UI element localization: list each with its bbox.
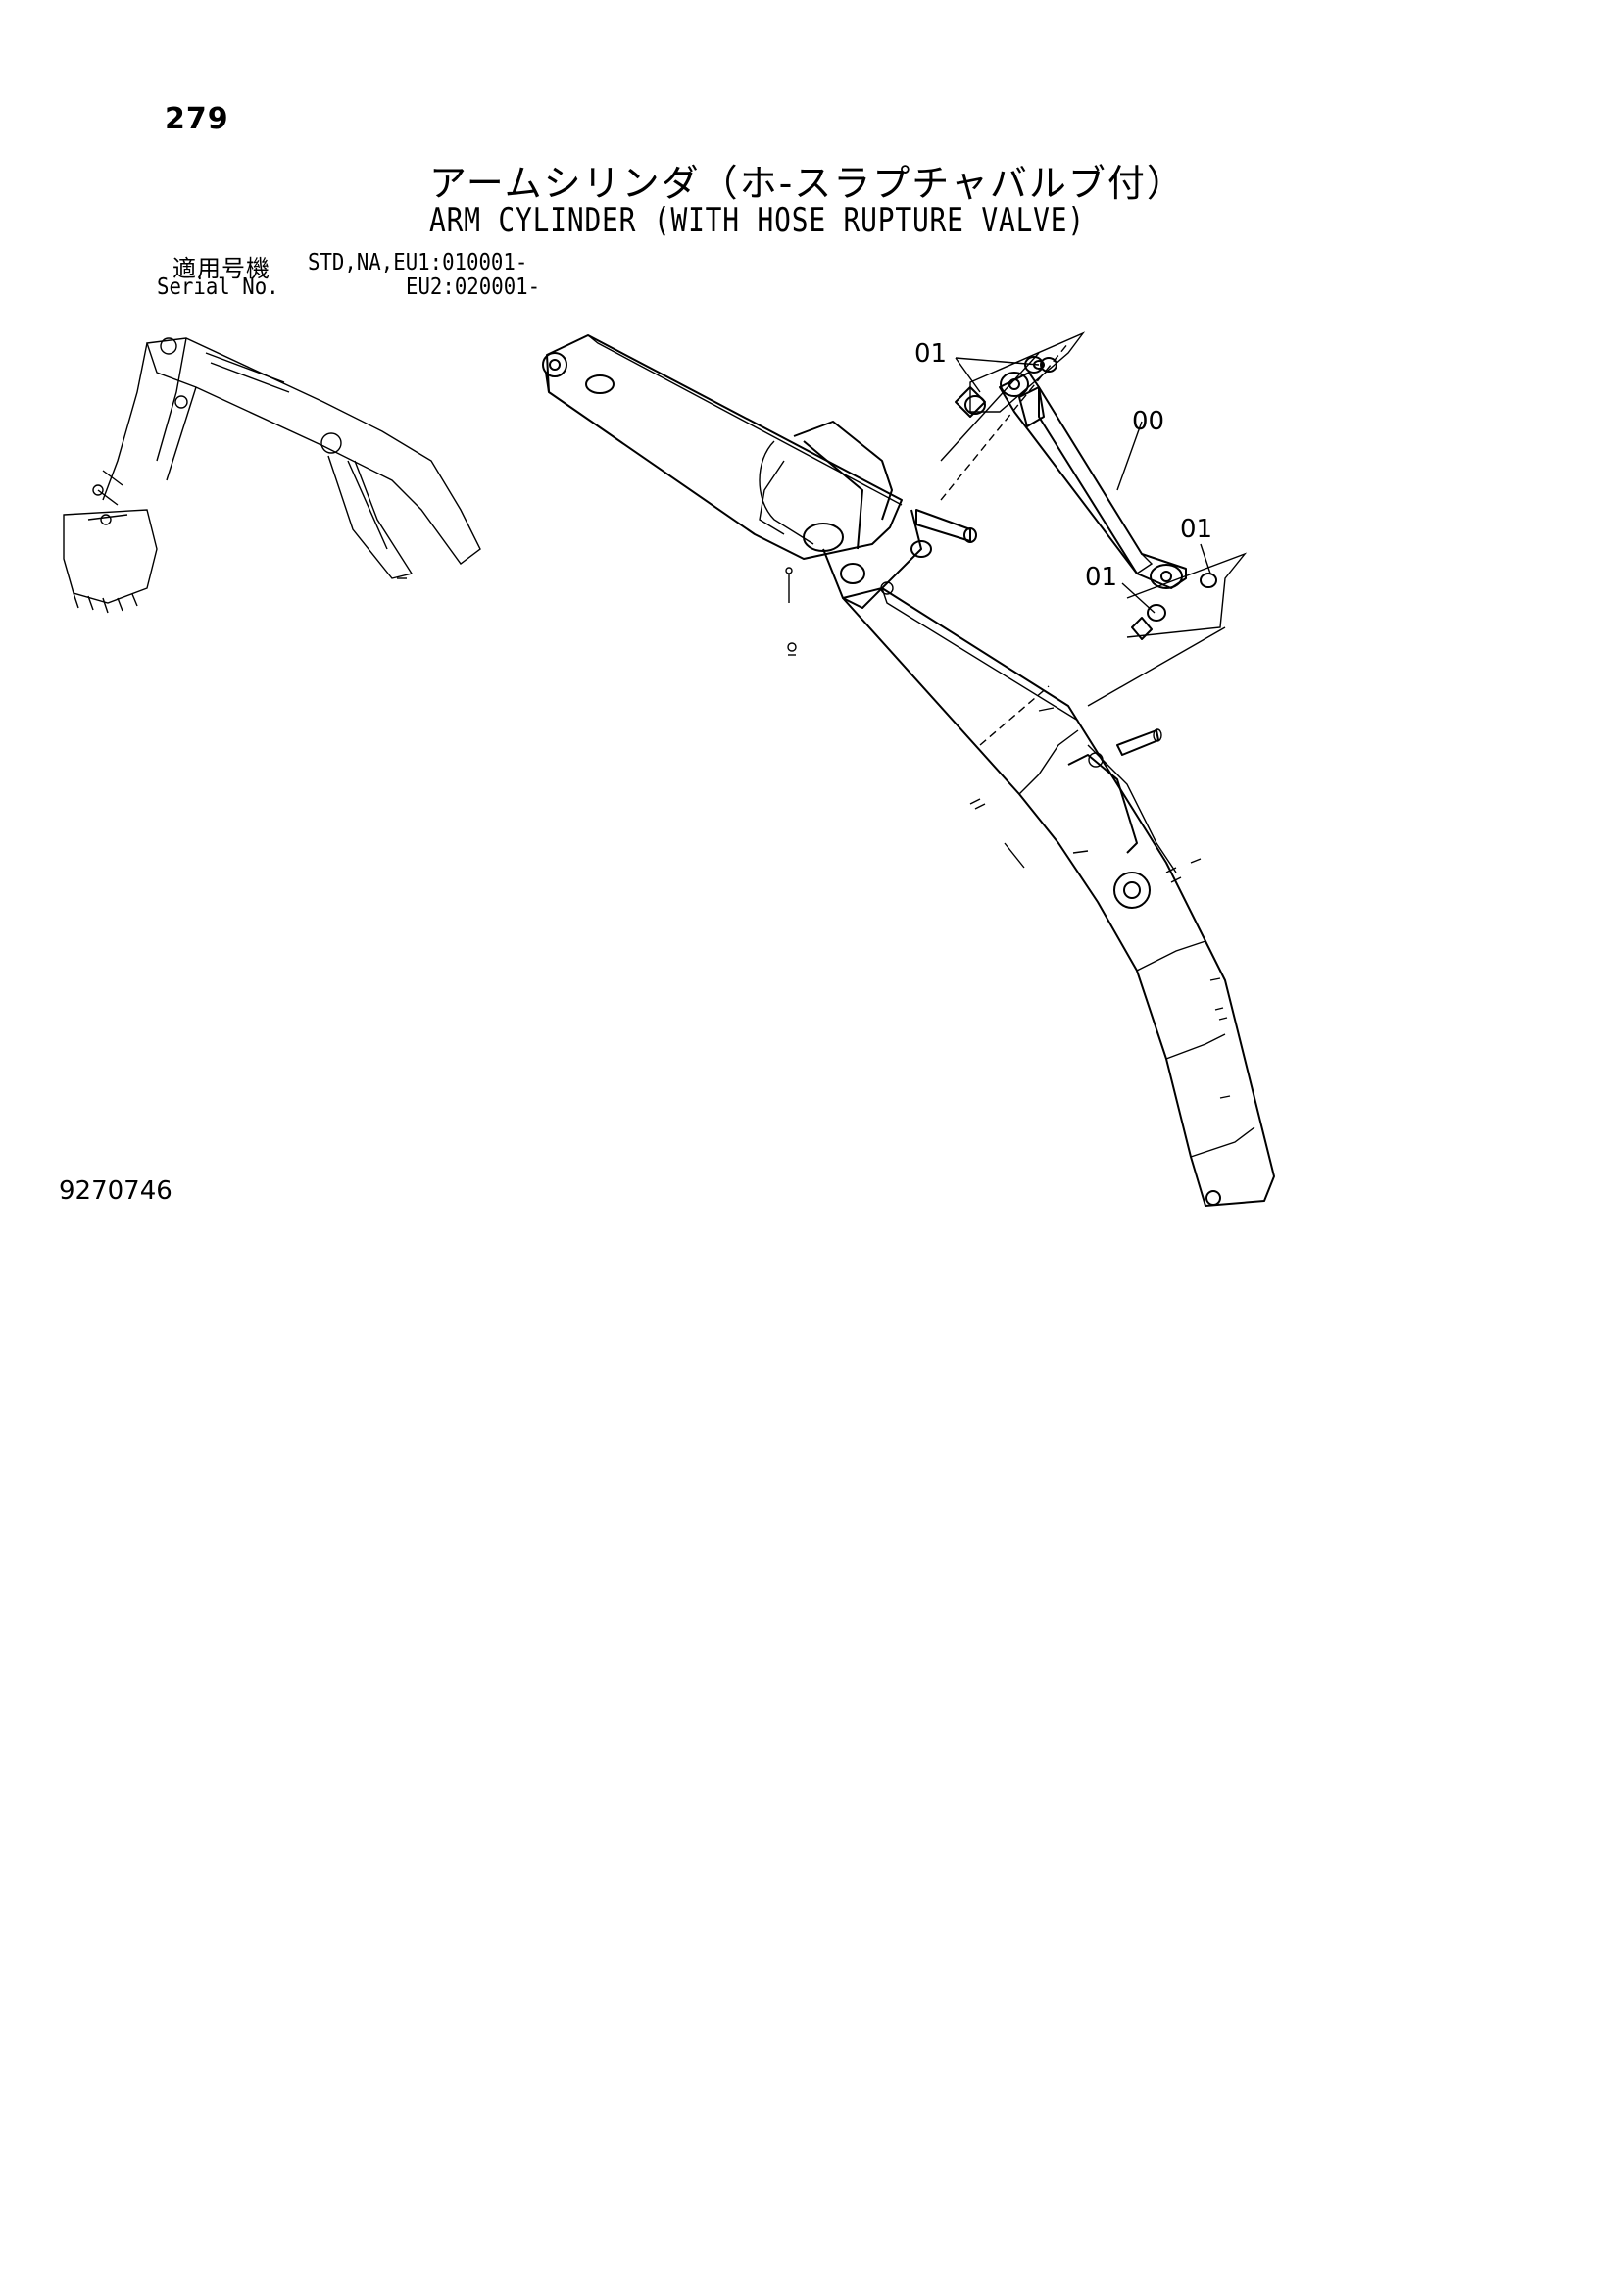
callout-01-left: 01 — [1085, 563, 1117, 592]
arm-cylinder-assembly-icon: 01 00 01 01 — [542, 331, 1275, 1207]
page-number: 279 — [165, 102, 229, 136]
callout-01-right: 01 — [1180, 515, 1212, 544]
excavator-boom-arm-bucket-icon — [63, 337, 481, 614]
serial-range-line-2: EU2:020001- — [406, 275, 541, 300]
callout-01-top: 01 — [914, 339, 947, 369]
figure-number: 9270746 — [59, 1176, 172, 1206]
title-japanese: アームシリンダ（ホ-スラプチャバルブ付） — [429, 162, 1186, 205]
title-english: ARM CYLINDER (WITH HOSE RUPTURE VALVE) — [429, 201, 1086, 240]
callout-00: 00 — [1132, 407, 1164, 436]
serial-label-japanese: 適用号機 — [172, 255, 270, 282]
serial-range-line-1: STD,NA,EU1:010001- — [308, 250, 528, 275]
serial-label-english: Serial No. — [157, 275, 279, 300]
